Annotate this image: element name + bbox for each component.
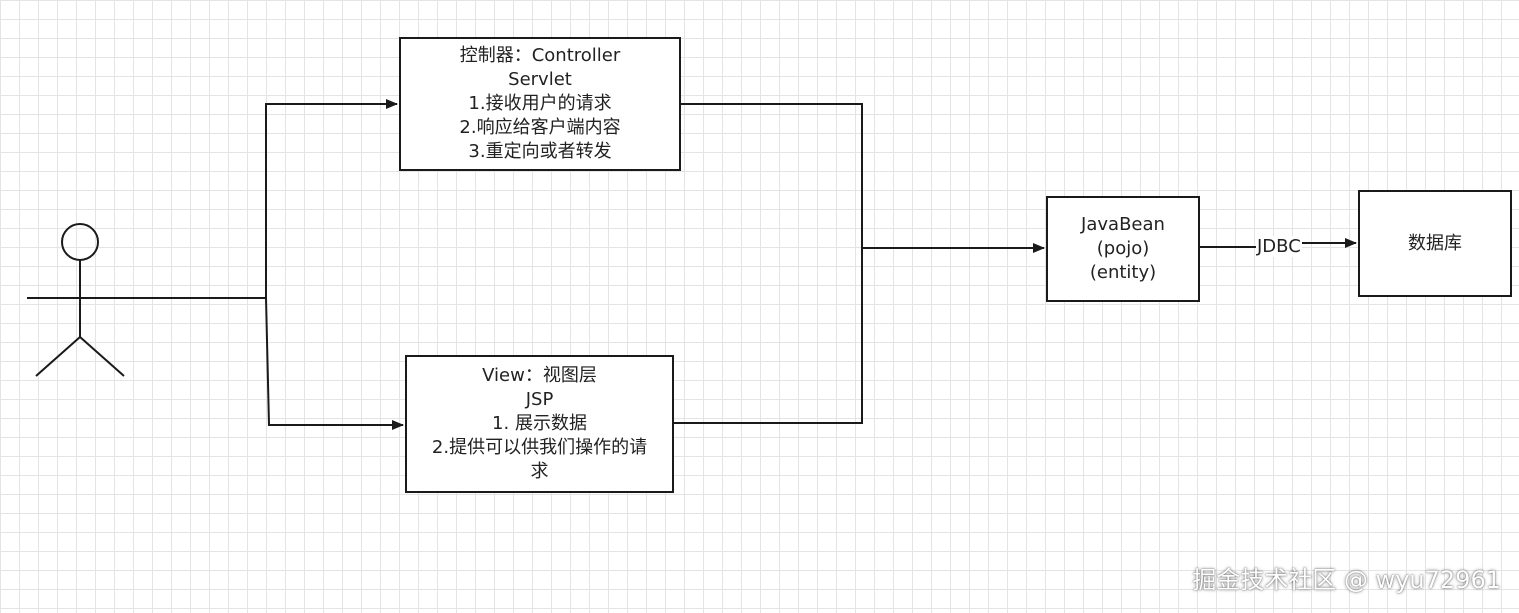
controller-title: 控制器：Controller xyxy=(459,45,621,66)
arrow-to-controller xyxy=(265,99,398,298)
controller-subtitle: Servlet xyxy=(508,69,572,90)
jdbc-connector-label: JDBC xyxy=(1256,236,1302,257)
user-actor-icon xyxy=(27,223,133,377)
database-label: 数据库 xyxy=(1408,232,1462,254)
view-item-2-continued: 求 xyxy=(530,461,549,482)
view-item-1: 1. 展示数据 xyxy=(492,413,587,434)
controller-item-3: 3.重定向或者转发 xyxy=(468,141,612,162)
view-subtitle: JSP xyxy=(525,389,554,410)
database-box: 数据库 xyxy=(1358,190,1512,297)
controller-item-1: 1.接收用户的请求 xyxy=(468,93,612,114)
watermark: 掘金技术社区 @ wyu72961 xyxy=(1192,566,1501,594)
controller-item-2: 2.响应给客户端内容 xyxy=(459,117,621,138)
javabean-box: JavaBean (pojo) (entity) xyxy=(1046,196,1200,302)
view-box: View：视图层 JSP 1. 展示数据 2.提供可以供我们操作的请 求 xyxy=(405,355,674,493)
view-title: View：视图层 xyxy=(482,365,597,386)
view-to-merge-line xyxy=(674,248,863,424)
javabean-title: JavaBean xyxy=(1081,214,1165,235)
arrow-to-view xyxy=(265,297,404,430)
javabean-alias-entity: (entity) xyxy=(1089,262,1157,283)
controller-box: 控制器：Controller Servlet 1.接收用户的请求 2.响应给客户… xyxy=(399,37,681,171)
controller-to-merge-line xyxy=(681,103,863,248)
javabean-alias-pojo: (pojo) xyxy=(1096,238,1150,259)
view-item-2: 2.提供可以供我们操作的请 xyxy=(431,437,648,458)
